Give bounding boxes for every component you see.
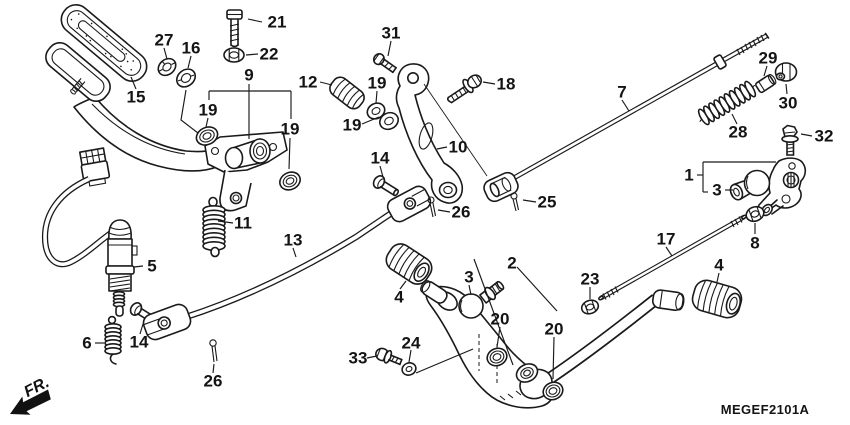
bolt-18: [446, 74, 483, 104]
brake-middle-arm-10: [395, 63, 464, 204]
cotter-pin-25: [510, 192, 520, 212]
spring-6: [104, 315, 122, 365]
ball-joint-3-bottom: [458, 280, 505, 319]
nut-30: [774, 62, 798, 82]
pedal-toe-peg: [420, 280, 448, 304]
gearshift-pedal-body-2: [425, 285, 555, 409]
pedal-plate-stud: [70, 78, 86, 95]
washer-16: [175, 68, 197, 88]
cotter-pin-26-mid: [427, 196, 437, 218]
dust-seal-19-left: [195, 126, 219, 146]
return-spring-11: [202, 196, 226, 258]
washer-24: [401, 362, 417, 376]
brake-pedal-arm: [73, 96, 220, 172]
nut-22: [223, 47, 245, 63]
diagram-code: MEGEF2101A: [721, 402, 810, 417]
oil-seal-20-left: [486, 347, 508, 367]
footpeg-rubber-4-right: [691, 279, 743, 319]
bolt-21: [226, 9, 243, 48]
washer-19-mid-upper: [366, 102, 386, 120]
dust-seal-19-right: [279, 171, 301, 191]
pedal-tip-peg: [651, 289, 685, 312]
rod-clevis-right: [386, 185, 432, 223]
bolt-33: [375, 347, 403, 366]
stoplight-switch-5: [105, 219, 138, 317]
front-direction-marker: FR.: [10, 374, 52, 415]
pedal-plate: [45, 41, 111, 103]
rod-clevis-left: [142, 303, 192, 341]
front-arrow-icon: [10, 389, 51, 415]
cotter-pin-26-left: [209, 339, 218, 363]
rod-trunnion-joint: [483, 171, 519, 203]
stoplight-switch-connector: [78, 147, 111, 187]
pedal-pivot-bracket: [204, 131, 288, 212]
leader-lines: [95, 18, 813, 380]
lock-washer-27: [157, 57, 177, 77]
adjust-spring-28: [697, 80, 757, 126]
bolt-32: [781, 124, 799, 156]
ball-joint-3-top: [729, 169, 771, 201]
pedal-pad-rubber: [60, 4, 148, 82]
locknut-23: [580, 299, 600, 315]
bolt-31: [372, 52, 397, 74]
brake-rod-7: [510, 32, 770, 182]
gearshift-rod-17: [598, 214, 747, 301]
joint-pin-14-mid: [372, 175, 400, 197]
washer-19-mid-lower: [379, 111, 399, 131]
collar-29: [755, 73, 777, 94]
footpeg-rubber-12: [329, 76, 365, 110]
footpeg-rubber-4-mid: [385, 243, 433, 285]
switch-wire: [41, 176, 113, 268]
oil-seal-20-right: [542, 381, 564, 401]
brake-rod-13: [185, 205, 401, 321]
